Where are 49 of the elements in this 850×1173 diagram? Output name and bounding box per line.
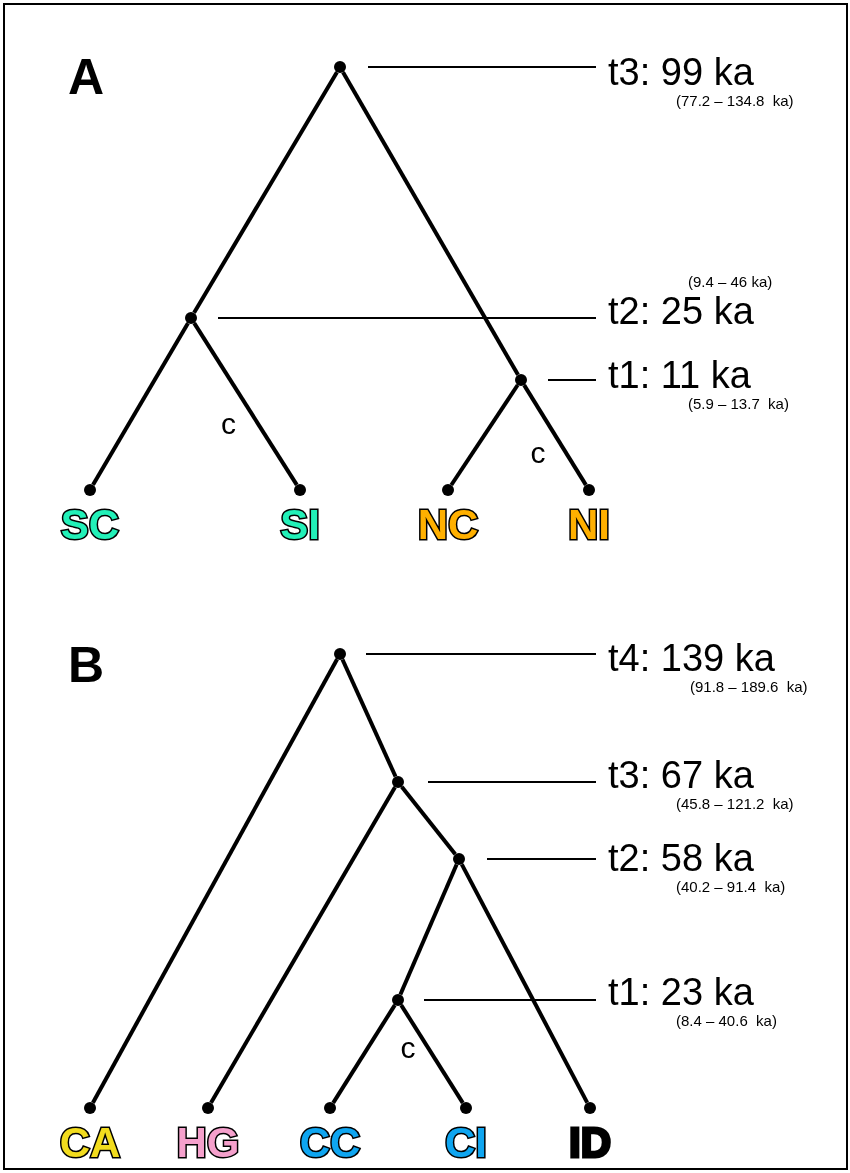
confidence-interval: (8.4 – 40.6 ka) (676, 1012, 777, 1030)
tree-branch (192, 71, 339, 314)
leader-line (547, 379, 597, 381)
leader-line (486, 858, 597, 860)
tree-branch (331, 1004, 397, 1104)
edge-label: c (400, 1033, 416, 1063)
edge-label: c (530, 438, 546, 468)
divergence-time: t3: 67 ka (608, 755, 754, 795)
tree-branch (522, 384, 588, 486)
confidence-interval: (9.4 – 46 ka) (688, 273, 773, 291)
leader-line (367, 66, 597, 68)
leader-line (217, 317, 597, 319)
leader-line (423, 999, 597, 1001)
divergence-time: t1: 11 ka (608, 355, 751, 395)
leaf-label: CI (445, 1122, 487, 1164)
tree-branch (91, 322, 190, 486)
tree-branch (460, 863, 589, 1104)
divergence-time: t1: 23 ka (608, 972, 754, 1012)
divergence-time: t2: 58 ka (608, 838, 754, 878)
divergence-time: t3: 99 ka (608, 52, 754, 92)
tree-branch (399, 1004, 465, 1104)
leader-line (427, 781, 597, 783)
confidence-interval: (45.8 – 121.2 ka) (676, 795, 794, 813)
tree-branch (340, 658, 398, 778)
tree-branch (341, 71, 520, 376)
leaf-label: NI (568, 504, 610, 546)
confidence-interval: (40.2 – 91.4 ka) (676, 878, 786, 896)
leaf-label: NC (417, 504, 479, 546)
panel-letter: A (68, 52, 105, 102)
leaf-label: CA (59, 1122, 121, 1164)
tree-branch (209, 786, 397, 1104)
tree-branch (91, 658, 339, 1104)
tree-branch (192, 322, 299, 486)
leaf-label: HG (176, 1122, 240, 1164)
leaf-label: ID (569, 1122, 611, 1164)
confidence-interval: (77.2 – 134.8 ka) (676, 92, 794, 110)
tree-branch (449, 383, 520, 487)
confidence-interval: (91.8 – 189.6 ka) (690, 678, 808, 696)
panel-letter: B (68, 640, 105, 690)
divergence-time: t2: 25 ka (608, 291, 754, 331)
divergence-time: t4: 139 ka (608, 638, 775, 678)
tree-branch (400, 785, 457, 856)
leaf-label: SI (280, 504, 320, 546)
edge-label: c (221, 409, 236, 439)
leader-line (365, 653, 597, 655)
confidence-interval: (5.9 – 13.7 ka) (688, 395, 789, 413)
leaf-label: SC (60, 504, 120, 546)
leaf-label: CC (299, 1122, 361, 1164)
tree-branch (398, 863, 459, 996)
